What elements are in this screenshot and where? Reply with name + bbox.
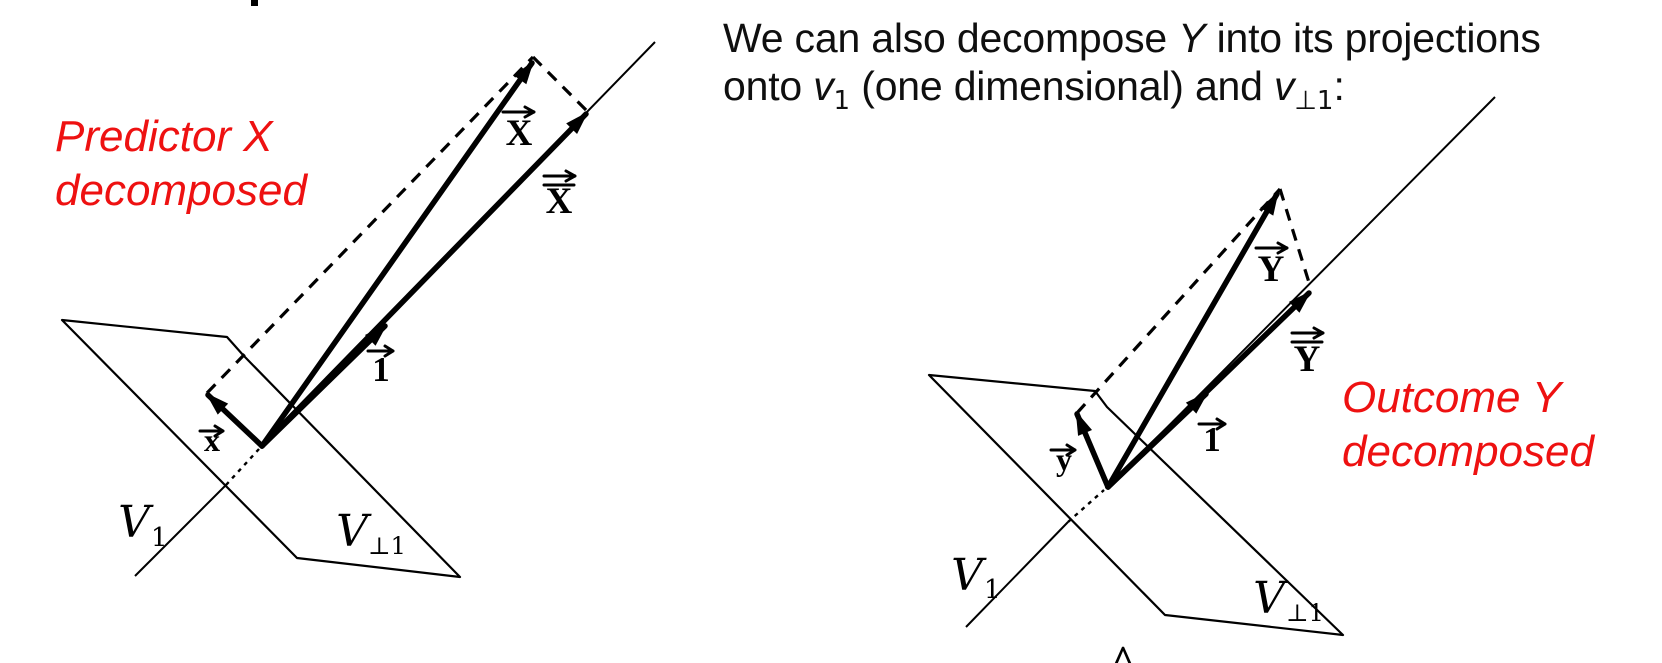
label-vector-one: 1 — [366, 344, 395, 389]
annotation-line: Outcome Y — [1342, 373, 1562, 422]
label-vector-y: y — [1049, 441, 1077, 477]
projection-dashed-long — [1075, 187, 1282, 415]
projection-dashed-short — [531, 55, 590, 114]
intro-paragraph: We can also decompose Y into its project… — [723, 14, 1541, 116]
clipped-text-fragment — [251, 0, 258, 6]
vec-arrow-decoration — [501, 105, 536, 119]
label-one-digit: 1 — [1203, 420, 1221, 459]
label-subspace-v-perp-1: V ⊥1 — [336, 506, 406, 560]
vperp-letter: V — [336, 506, 372, 557]
v1-line-lower — [965, 521, 1069, 628]
intro-line-1: We can also decompose Y into its project… — [723, 14, 1541, 62]
vector-y — [1074, 411, 1111, 490]
label-vector-Xbar: X — [542, 169, 577, 222]
label-Y-letter: Y — [1258, 249, 1285, 290]
intro-text: into its projections — [1205, 15, 1541, 61]
intro-text: onto — [723, 63, 814, 109]
annotation-line: decomposed — [1342, 427, 1594, 476]
annotation-line: decomposed — [55, 166, 307, 215]
vec-arrow-decoration — [1254, 241, 1289, 255]
v1-letter: V — [118, 497, 154, 548]
annotation-predictor: Predictor X decomposed — [55, 110, 307, 218]
label-vector-X: X — [501, 105, 536, 154]
intro-line-2: onto v1 (one dimensional) and v⊥1: — [723, 62, 1541, 116]
label-subspace-v1: V 1 — [118, 497, 167, 553]
intro-text: We can also decompose — [723, 15, 1179, 61]
projection-dashed-short — [1278, 188, 1313, 290]
intro-text: : — [1333, 63, 1345, 109]
label-vector-Y: Y — [1254, 241, 1289, 290]
label-vector-Ybar: Y — [1290, 326, 1325, 380]
vec-arrow-decoration — [1290, 326, 1325, 340]
plane-v-perp-1 — [927, 373, 1345, 637]
vec-arrow-decoration — [1049, 443, 1077, 457]
vperp-subscript: ⊥1 — [368, 532, 406, 560]
vec-arrow-decoration — [542, 169, 577, 183]
label-one-digit: 1 — [372, 350, 390, 389]
vector-x — [205, 392, 265, 449]
v1-line-hidden-segment — [225, 448, 260, 486]
vector-Y — [1105, 191, 1280, 490]
vec-arrow-decoration — [198, 424, 225, 438]
intro-var-vperp: v — [1273, 63, 1295, 109]
vec-arrow-decoration — [366, 344, 395, 358]
label-vector-one: 1 — [1197, 417, 1227, 459]
vec-arrow-decoration — [1197, 417, 1227, 431]
intro-var-v1: v — [813, 63, 834, 109]
intro-sub-perp1: ⊥1 — [1294, 86, 1334, 116]
annotation-outcome: Outcome Y decomposed — [1342, 371, 1594, 479]
vperp-subscript: ⊥1 — [1286, 599, 1324, 627]
right-diagram: Y Y 1 y V 1 V ⊥1 — [927, 96, 1496, 663]
v1-letter: V — [951, 550, 987, 601]
label-X-letter: X — [506, 113, 533, 154]
label-vector-x: x — [198, 422, 225, 458]
v1-line-lower — [134, 484, 227, 577]
vector-one — [259, 323, 388, 449]
projection-dashed-long — [205, 55, 535, 395]
v1-subscript: 1 — [984, 575, 1001, 605]
v1-line-hidden-segment — [1067, 489, 1105, 523]
intro-var-Y: Y — [1178, 15, 1206, 61]
vector-X — [259, 60, 535, 449]
label-Xbar-letter: X — [546, 181, 573, 222]
intro-sub-1: 1 — [833, 86, 851, 116]
intro-text: (one dimensional) and — [850, 63, 1274, 109]
vperp-letter: V — [1253, 573, 1289, 624]
label-Ybar-letter: Y — [1294, 339, 1321, 380]
v1-subscript: 1 — [151, 523, 168, 553]
left-diagram: X X 1 x V 1 V ⊥1 — [60, 41, 656, 579]
vector-one — [1105, 391, 1209, 490]
label-subspace-v-perp-1: V ⊥1 — [1253, 573, 1324, 627]
annotation-line: Predictor X — [55, 112, 273, 161]
plane-v-perp-1 — [60, 318, 462, 579]
partial-hat-symbol: ^ — [1110, 637, 1136, 663]
label-subspace-v1: V 1 — [951, 550, 1000, 605]
